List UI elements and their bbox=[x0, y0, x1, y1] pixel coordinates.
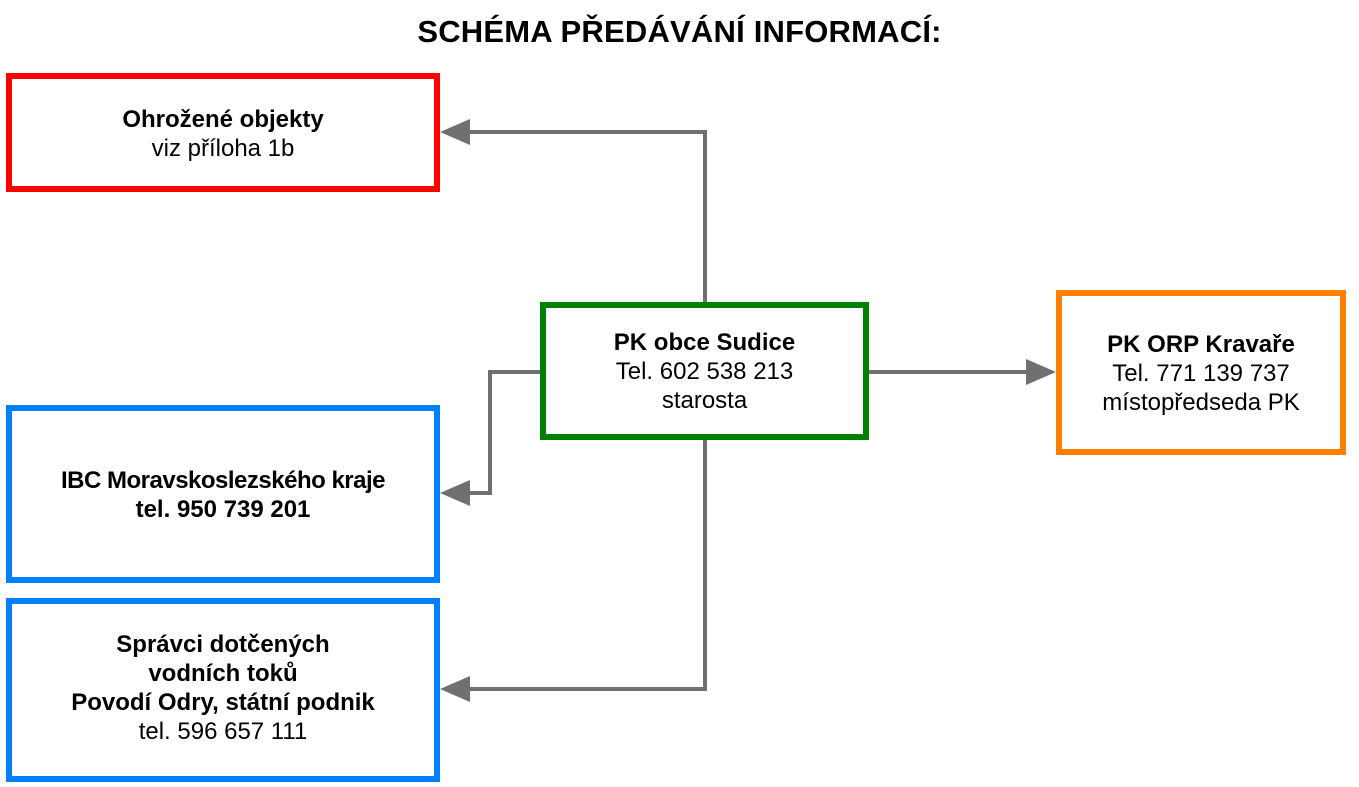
municipality-crisis-staff-box: PK obce Sudice Tel. 602 538 213 starosta bbox=[540, 302, 869, 440]
arrowhead-orp bbox=[1026, 359, 1056, 385]
river-authority-organization: Povodí Odry, státní podnik bbox=[71, 689, 375, 716]
arrow-to-ibc bbox=[468, 370, 540, 495]
arrow-to-river bbox=[468, 440, 707, 691]
municipality-crisis-staff-role: starosta bbox=[661, 387, 748, 414]
ibc-region-heading: IBC Moravskoslezského kraje bbox=[61, 467, 386, 494]
arrow-to-threatened bbox=[468, 130, 707, 302]
orp-crisis-staff-role: místopředseda PK bbox=[1102, 389, 1300, 416]
orp-crisis-staff-box: PK ORP Kravaře Tel. 771 139 737 místopře… bbox=[1056, 290, 1346, 455]
arrowhead-threatened bbox=[440, 119, 470, 145]
river-authority-box: Správci dotčených vodních toků Povodí Od… bbox=[6, 598, 440, 782]
arrowhead-ibc bbox=[440, 480, 470, 506]
threatened-objects-box: Ohrožené objekty viz příloha 1b bbox=[6, 73, 440, 192]
threatened-objects-heading: Ohrožené objekty bbox=[122, 106, 324, 133]
diagram-title: SCHÉMA PŘEDÁVÁNÍ INFORMACÍ: bbox=[417, 14, 942, 49]
river-authority-heading-line1: Správci dotčených bbox=[116, 631, 330, 658]
arrowhead-river bbox=[440, 676, 470, 702]
river-authority-phone: tel. 596 657 111 bbox=[138, 718, 308, 745]
ibc-region-box: IBC Moravskoslezského kraje tel. 950 739… bbox=[6, 405, 440, 583]
municipality-crisis-staff-heading: PK obce Sudice bbox=[613, 329, 796, 356]
municipality-crisis-staff-phone: Tel. 602 538 213 bbox=[615, 358, 794, 385]
ibc-region-phone: tel. 950 739 201 bbox=[135, 496, 311, 523]
river-authority-heading-line2: vodních toků bbox=[148, 660, 298, 687]
orp-crisis-staff-phone: Tel. 771 139 737 bbox=[1112, 360, 1290, 387]
threatened-objects-reference: viz příloha 1b bbox=[151, 135, 295, 162]
orp-crisis-staff-heading: PK ORP Kravaře bbox=[1107, 331, 1295, 358]
